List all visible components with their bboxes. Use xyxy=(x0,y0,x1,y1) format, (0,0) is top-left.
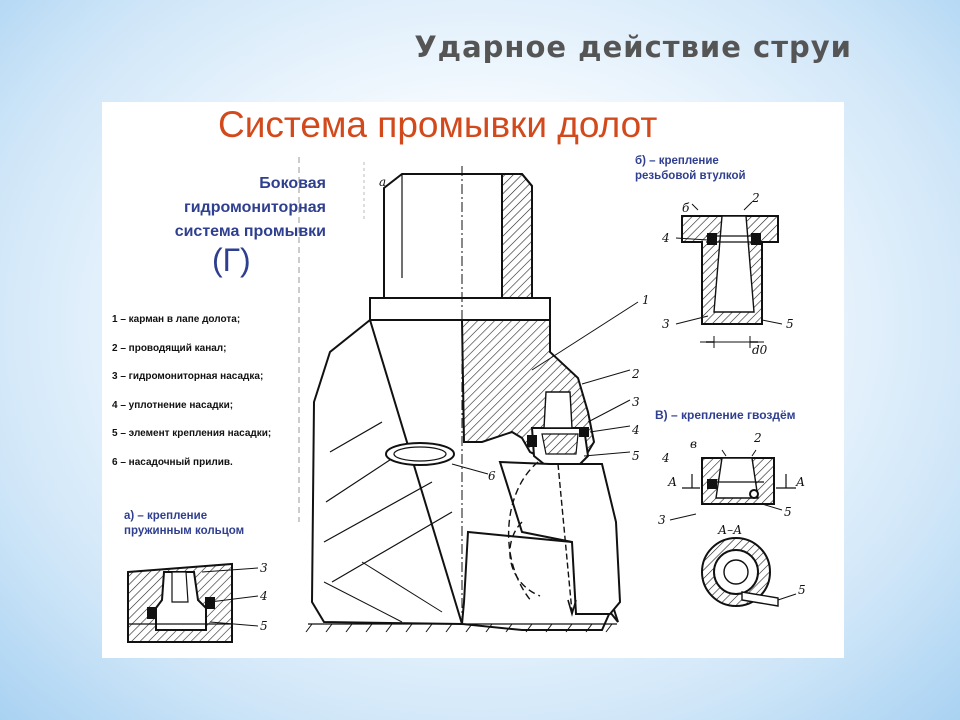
figure-title: Система промывки долот xyxy=(218,104,658,145)
legend-item: 3 – гидромониторная насадка; xyxy=(112,371,264,383)
detail-b-dimension: d0 xyxy=(752,343,768,357)
side-system-title: Боковая гидромониторная система промывки xyxy=(120,172,326,244)
detail-b-callout: 2 xyxy=(751,191,760,205)
detail-b-callout: 4 xyxy=(661,231,670,245)
nozzle-seal xyxy=(579,427,589,437)
detail-a-callout: 3 xyxy=(260,561,268,575)
detail-b-drawing xyxy=(675,201,783,348)
slide-title: Ударное действие струи xyxy=(414,30,852,64)
detail-b-callout: 5 xyxy=(786,317,794,331)
caption-line: а) – крепление xyxy=(124,510,208,522)
view-label: а xyxy=(379,175,386,189)
callout-1: 1 xyxy=(642,293,650,307)
detail-v-callout: 3 xyxy=(658,513,666,527)
technical-drawing: а 1 2 3 4 5 6 3 4 5 xyxy=(127,157,806,643)
detail-b-callout: 3 xyxy=(662,317,670,331)
bit-body xyxy=(310,318,619,631)
side-system-code: (Г) xyxy=(212,242,251,278)
caption-line: резьбовой втулкой xyxy=(635,170,746,182)
feed-channel xyxy=(543,391,573,429)
detail-v-view: в xyxy=(690,437,697,451)
caption-line: б) – крепление xyxy=(635,155,719,167)
detail-v-callout: 2 xyxy=(753,431,762,445)
callout-6: 6 xyxy=(488,469,496,483)
detail-v-callout: 4 xyxy=(661,451,670,465)
bit-shoulder xyxy=(369,297,551,321)
caption-line: пружинным кольцом xyxy=(124,525,245,537)
detail-a-drawing xyxy=(127,562,259,643)
detail-a-callout: 4 xyxy=(259,589,268,603)
parts-legend: 1 – карман в лапе долота; 2 – проводящий… xyxy=(112,306,271,478)
detail-b-labels: б 2 4 3 5 d0 xyxy=(661,191,794,357)
detail-v-drawing xyxy=(669,449,797,607)
variant-v-caption: В) – крепление гвоздём xyxy=(655,408,796,422)
jet-flow xyxy=(557,463,573,613)
variant-b-caption: б) – крепление резьбовой втулкой xyxy=(635,154,746,184)
detail-a-callout: 5 xyxy=(260,619,268,633)
pin-section-hatch xyxy=(501,173,533,299)
pocket-opening xyxy=(385,442,455,466)
detail-v-callout: 5 xyxy=(784,505,792,519)
nozzle-section xyxy=(541,433,579,455)
main-drawing-labels: а 1 2 3 4 5 6 xyxy=(379,175,650,483)
callout-5: 5 xyxy=(632,449,640,463)
flow-arrow xyxy=(508,461,539,603)
detail-v-labels: в 2 4 А А 3 5 А–А 5 xyxy=(658,431,806,597)
detail-b-view: б xyxy=(682,201,690,215)
callout-4: 4 xyxy=(631,423,640,437)
side-title-line: Боковая xyxy=(259,175,326,192)
callout-2: 2 xyxy=(631,367,640,381)
main-bit-drawing xyxy=(305,166,639,633)
legend-item: 4 – уплотнение насадки; xyxy=(112,399,234,411)
nozzle-seal xyxy=(527,435,537,447)
detail-a-labels: 3 4 5 xyxy=(259,561,268,633)
side-title-line: система промывки xyxy=(174,223,326,240)
section-title: А–А xyxy=(717,523,742,537)
cone xyxy=(498,460,622,615)
legend-item: 1 – карман в лапе долота; xyxy=(112,314,241,325)
figure-panel: Система промывки долот Боковая гидромони… xyxy=(102,102,844,658)
callout-3: 3 xyxy=(632,395,640,409)
side-title-line: гидромониторная xyxy=(184,199,326,216)
section-mark: А xyxy=(795,475,805,489)
variant-a-caption: а) – крепление пружинным кольцом xyxy=(124,509,244,539)
detail-v-callout: 5 xyxy=(798,583,806,597)
legend-item: 5 – элемент крепления насадки; xyxy=(112,428,272,440)
section-mark: А xyxy=(667,475,677,489)
legend-item: 6 – насадочный прилив. xyxy=(112,456,233,468)
legend-item: 2 – проводящий канал; xyxy=(112,342,227,354)
